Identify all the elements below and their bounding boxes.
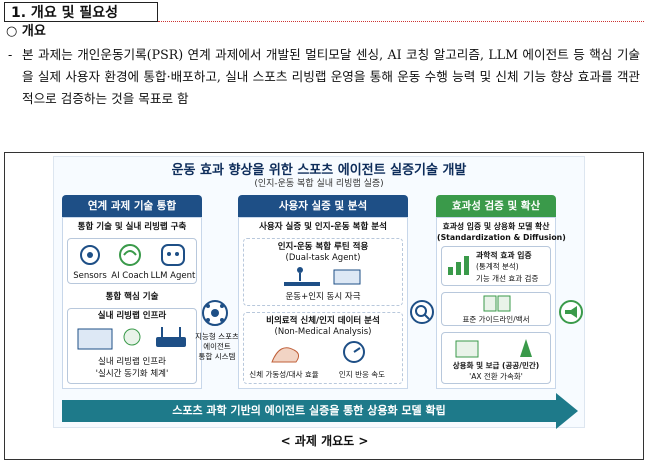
ai-coach-icon — [119, 244, 141, 266]
commercialization-caption: 'AX 전환 가속화' — [469, 372, 523, 381]
commercialization-box: 상용화 및 보급 (공공/민간) 'AX 전환 가속화' — [441, 332, 551, 384]
overview-diagram: 운동 효과 향상을 위한 스포츠 에이전트 실증기술 개발 (인지-운동 복합 … — [53, 156, 585, 429]
diagram-subtitle: (인지-운동 복합 실내 리빙랩 실증) — [254, 179, 384, 189]
col3-subtitle: 효과성 입증 및 상용화 모델 확산 — [442, 222, 550, 231]
col3-body: 효과성 입증 및 상용화 모델 확산 (Standardization & Di… — [436, 217, 566, 389]
dual-task-box: 인지-운동 복합 루틴 적용 (Dual-task Agent) 운동+인지 동… — [243, 238, 403, 306]
rocket-icon — [520, 339, 532, 357]
monitor-icon — [77, 328, 113, 350]
overview-heading: ○ 개요 — [6, 24, 46, 40]
megaphone-icon — [559, 300, 583, 324]
center-line1: 지능형 스포츠 — [195, 332, 239, 341]
sensor-dot — [87, 252, 93, 258]
network-hub-icon — [202, 300, 228, 326]
stopwatch-icon — [343, 341, 365, 363]
guideline-box: 표준 가이드라인/백서 — [441, 292, 551, 326]
center-node-label: 지능형 스포츠 에이전트 통합 시스템 — [190, 332, 244, 362]
col3-subtitle-en: (Standardization & Diffusion) — [437, 233, 566, 242]
section-divider — [158, 21, 644, 22]
treadmill-icon — [284, 267, 361, 286]
col2-body: 사용자 실증 및 인지-운동 복합 분석 인지-운동 복합 루틴 적용 (Dua… — [238, 217, 408, 389]
dual-task-title: 인지-운동 복합 루틴 적용 — [277, 242, 369, 252]
dual-task-subtitle: (Dual-task Agent) — [285, 253, 361, 263]
sensors-label: Sensors — [73, 271, 107, 281]
center-line3: 통합 시스템 — [198, 352, 236, 361]
infra-caption: '실시간 동기화 체계' — [95, 369, 169, 379]
col1-header: 연계 과제 기술 통합 — [62, 195, 202, 217]
overview-paragraph: - 본 과제는 개인운동기록(PSR) 연계 과제에서 개발된 멀티모달 센싱,… — [8, 44, 640, 110]
proof-caption: 기능 개선 효과 검증 — [476, 274, 539, 283]
infra-icons — [77, 327, 186, 350]
infra-title: 실내 리빙랩 인프라 — [97, 311, 167, 321]
figure-caption: < 과제 개요도 > — [280, 434, 369, 448]
cognitive-speed-caption: 인지 반응 속도 — [338, 370, 386, 379]
tech-icons-box: Sensors AI Coach LLM Agent — [67, 238, 197, 284]
center-line2: 에이전트 — [203, 342, 231, 351]
overview-heading-text: 개요 — [21, 24, 46, 39]
col2-subtitle: 사용자 실증 및 인지-운동 복합 분석 — [259, 222, 387, 232]
col2-header: 사용자 실증 및 분석 — [238, 195, 408, 217]
tech-icons — [80, 244, 185, 266]
llm-agent-label: LLM Agent — [150, 271, 196, 281]
muscle-icon — [271, 347, 300, 363]
col3-header: 효과성 검증 및 확산 — [436, 195, 556, 217]
section-title: 1. 개요 및 필요성 — [4, 2, 158, 22]
core-tech-label: 통합 핵심 기술 — [105, 292, 159, 302]
llm-eye-right — [175, 252, 179, 256]
infra-box: 실내 리빙랩 인프라 실내 리빙랩 인프라 '실시간 동기화 체계' — [67, 308, 197, 384]
ai-coach-label: AI Coach — [111, 271, 149, 281]
building-rocket-icons — [455, 339, 532, 358]
llm-agent-icon — [161, 244, 185, 266]
proof-subtitle: (통계적 분석) — [476, 262, 519, 271]
col1-subtitle: 통합 기술 및 실내 리빙랩 구축 — [77, 222, 187, 232]
diagram-title: 운동 효과 향상을 위한 스포츠 에이전트 실증기술 개발 — [171, 163, 467, 178]
body-mobility-caption: 신체 가동성/대사 효율 — [249, 370, 319, 379]
user-icon — [123, 328, 141, 346]
analysis-icons — [271, 341, 365, 363]
scientific-proof-box: 과학적 효과 입증 (통계적 분석) 기능 개선 효과 검증 — [441, 246, 551, 286]
sensor-icon — [80, 245, 100, 265]
col1-body: 통합 기술 및 실내 리빙랩 구축 Sensors AI Coach LLM A… — [62, 217, 202, 389]
infra-label: 실내 리빙랩 인프라 — [98, 357, 166, 367]
router-icon — [156, 337, 186, 347]
proof-title: 과학적 효과 입증 — [476, 251, 532, 260]
figure-frame — [4, 152, 644, 460]
dual-task-caption: 운동+인지 동시 자극 — [285, 292, 361, 302]
commercialization-title: 상용화 및 보급 (공공/민간) — [452, 361, 540, 370]
ai-coach-mark — [123, 250, 137, 256]
bar-chart-icon — [448, 256, 469, 275]
non-medical-box: 비의료적 신체/인지 데이터 분석 (Non-Medical Analysis)… — [243, 312, 403, 384]
non-medical-subtitle: (Non-Medical Analysis) — [274, 327, 372, 337]
magnifier-icon — [410, 300, 434, 324]
building-icon — [455, 340, 479, 358]
paragraph-text: 본 과제는 개인운동기록(PSR) 연계 과제에서 개발된 멀티모달 센싱, A… — [22, 47, 640, 106]
circle-marker: ○ — [6, 24, 18, 39]
llm-eye-left — [167, 252, 171, 256]
non-medical-title: 비의료적 신체/인지 데이터 분석 — [266, 316, 380, 326]
guideline-caption: 표준 가이드라인/백서 — [462, 315, 530, 324]
bottom-banner: 스포츠 과학 기반의 에이전트 실증을 통한 상용화 모델 확립 — [62, 400, 556, 422]
bullet-dash: - — [8, 47, 13, 62]
document-icon — [483, 295, 511, 312]
banner-arrowhead — [556, 393, 578, 429]
